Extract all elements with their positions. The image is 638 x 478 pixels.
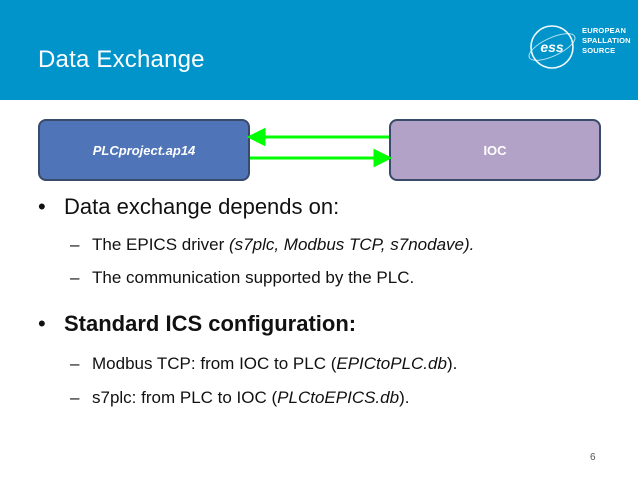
logo-mark-text: ess bbox=[540, 39, 564, 55]
bullet-dot: • bbox=[38, 311, 46, 336]
plc-project-label: PLCproject.ap14 bbox=[92, 142, 196, 158]
arrowhead-left bbox=[246, 127, 266, 147]
sub-bullet-dash: – bbox=[70, 354, 80, 373]
ess-logo-icon: ess bbox=[528, 25, 576, 69]
sub-bullet-dash: – bbox=[70, 268, 80, 287]
ioc-box: IOC bbox=[389, 119, 601, 181]
sub-bullet-dash: – bbox=[70, 235, 80, 254]
bullet-text: Standard ICS configuration: bbox=[64, 311, 357, 336]
slide-title: Data Exchange bbox=[38, 46, 205, 73]
sub-bullet-text: Modbus TCP: from IOC to PLC (EPICtoPLC.d… bbox=[92, 354, 458, 373]
ess-logo: ess EUROPEAN SPALLATION SOURCE bbox=[524, 22, 631, 72]
sub-bullet-text: The communication supported by the PLC. bbox=[92, 268, 415, 287]
sub-bullet-text: The EPICS driver (s7plc, Modbus TCP, s7n… bbox=[92, 235, 475, 254]
plc-project-box: PLCproject.ap14 bbox=[38, 119, 250, 181]
logo-word: EUROPEAN bbox=[582, 26, 627, 35]
sub-bullet-text: s7plc: from PLC to IOC (PLCtoEPICS.db). bbox=[92, 388, 410, 407]
bullet-text: Data exchange depends on: bbox=[64, 194, 340, 219]
ioc-label: IOC bbox=[483, 142, 507, 158]
page-number: 6 bbox=[590, 452, 596, 463]
slide-header: Data Exchange ess EUROPEAN SPALLATION SO… bbox=[0, 0, 638, 100]
logo-word: SOURCE bbox=[582, 46, 616, 55]
logo-word: SPALLATION bbox=[582, 36, 631, 45]
sub-bullet-dash: – bbox=[70, 388, 80, 407]
logo-wordmark: EUROPEAN SPALLATION SOURCE bbox=[582, 26, 631, 56]
bullet-dot: • bbox=[38, 194, 46, 219]
arrowhead-right bbox=[373, 148, 393, 168]
